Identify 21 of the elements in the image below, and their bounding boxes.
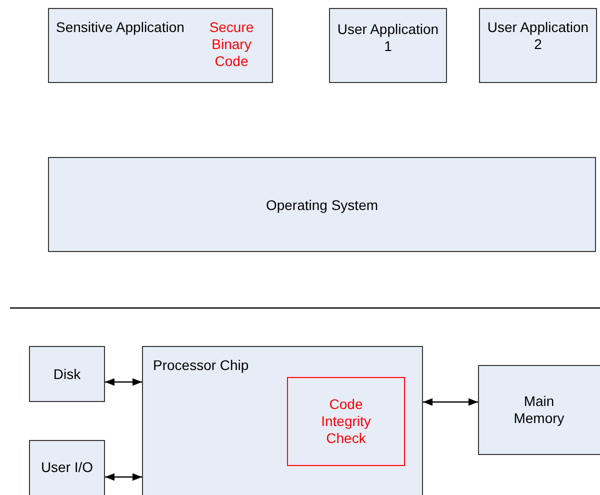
node-note: Secure Binary Code	[208, 19, 255, 70]
processor-chip-box	[142, 346, 423, 495]
node-label: Disk	[52, 366, 82, 383]
node-label: Operating System	[264, 197, 380, 214]
arrow	[105, 378, 142, 386]
node-label: Sensitive Application	[56, 19, 186, 36]
operating-system-box	[48, 157, 596, 252]
integrity-check-box	[287, 377, 405, 466]
node-label: Code Integrity Check	[320, 396, 372, 447]
application-box	[48, 8, 273, 83]
node-label: Processor Chip	[153, 357, 250, 374]
io-box	[29, 440, 105, 495]
node-label: User Application 1	[336, 21, 440, 55]
node-label: Main Memory	[512, 393, 566, 427]
arrow	[423, 398, 478, 406]
application-box	[479, 8, 597, 83]
memory-box	[478, 365, 600, 455]
arrow	[105, 473, 142, 481]
application-box	[329, 8, 447, 83]
node-label: User I/O	[40, 459, 94, 476]
node-label: User Application 2	[486, 19, 590, 53]
